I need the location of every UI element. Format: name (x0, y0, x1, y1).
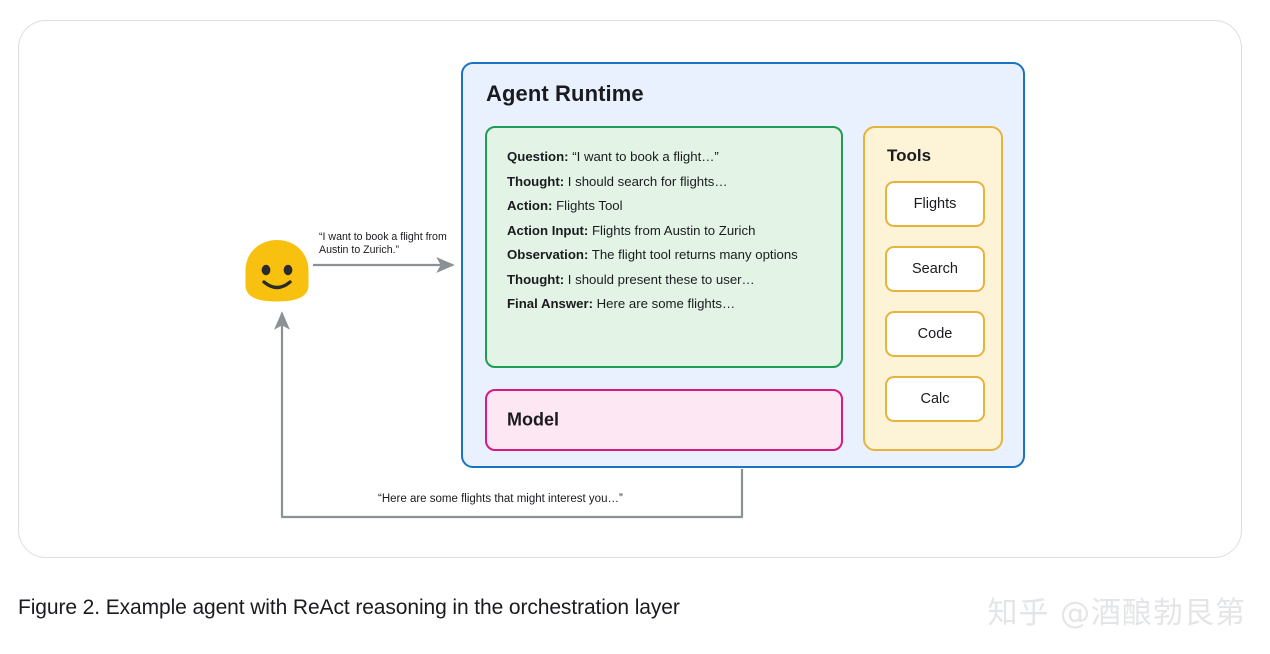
model-title: Model (507, 409, 559, 430)
tool-button-flights[interactable]: Flights (885, 181, 985, 227)
react-line-text: The flight tool returns many options (591, 247, 798, 262)
request-label: “I want to book a flight from Austin to … (319, 231, 447, 256)
react-line-label: Action Input: (507, 222, 589, 238)
tool-button-search[interactable]: Search (885, 246, 985, 292)
react-reasoning-box: Question: “I want to book a flight…”Thou… (485, 126, 843, 368)
model-box: Model (485, 389, 843, 451)
react-line-text: “I want to book a flight…” (572, 149, 719, 164)
response-label: “Here are some flights that might intere… (374, 493, 627, 505)
react-line: Question: “I want to book a flight…” (507, 145, 821, 170)
react-line-label: Observation: (507, 247, 589, 262)
react-line-text: I should present these to user… (567, 271, 755, 287)
react-line-text: Here are some flights… (596, 296, 736, 311)
react-line-label: Question: (507, 149, 569, 164)
tool-button-code[interactable]: Code (885, 311, 985, 357)
react-line: Thought: I should present these to user… (507, 268, 821, 293)
figure-caption: Figure 2. Example agent with ReAct reaso… (18, 596, 680, 619)
react-line-text: Flights from Austin to Zurich (591, 222, 756, 238)
tools-title: Tools (887, 146, 932, 165)
react-line-text: I should search for flights… (567, 173, 728, 189)
react-line: Action: Flights Tool (507, 194, 821, 219)
zhihu-watermark: 知乎 @酒酿勃艮第 (987, 596, 1246, 631)
react-line-label: Thought: (507, 173, 565, 189)
smiling-face-emoji (245, 240, 309, 302)
agent-runtime-title: Agent Runtime (486, 81, 644, 106)
figure-card: “I want to book a flight from Austin to … (18, 20, 1242, 558)
react-line-label: Thought: (507, 271, 565, 287)
react-line: Final Answer: Here are some flights… (507, 292, 821, 317)
react-line: Thought: I should search for flights… (507, 170, 821, 195)
react-line-text: Flights Tool (556, 198, 623, 213)
tool-button-calc[interactable]: Calc (885, 376, 985, 422)
react-line: Observation: The flight tool returns man… (507, 243, 821, 268)
agent-runtime-container: Agent Runtime Question: “I want to book … (461, 62, 1025, 468)
react-line-label: Action: (507, 198, 553, 213)
user-avatar (245, 240, 309, 302)
react-line-label: Final Answer: (507, 296, 593, 311)
react-line: Action Input: Flights from Austin to Zur… (507, 219, 821, 244)
